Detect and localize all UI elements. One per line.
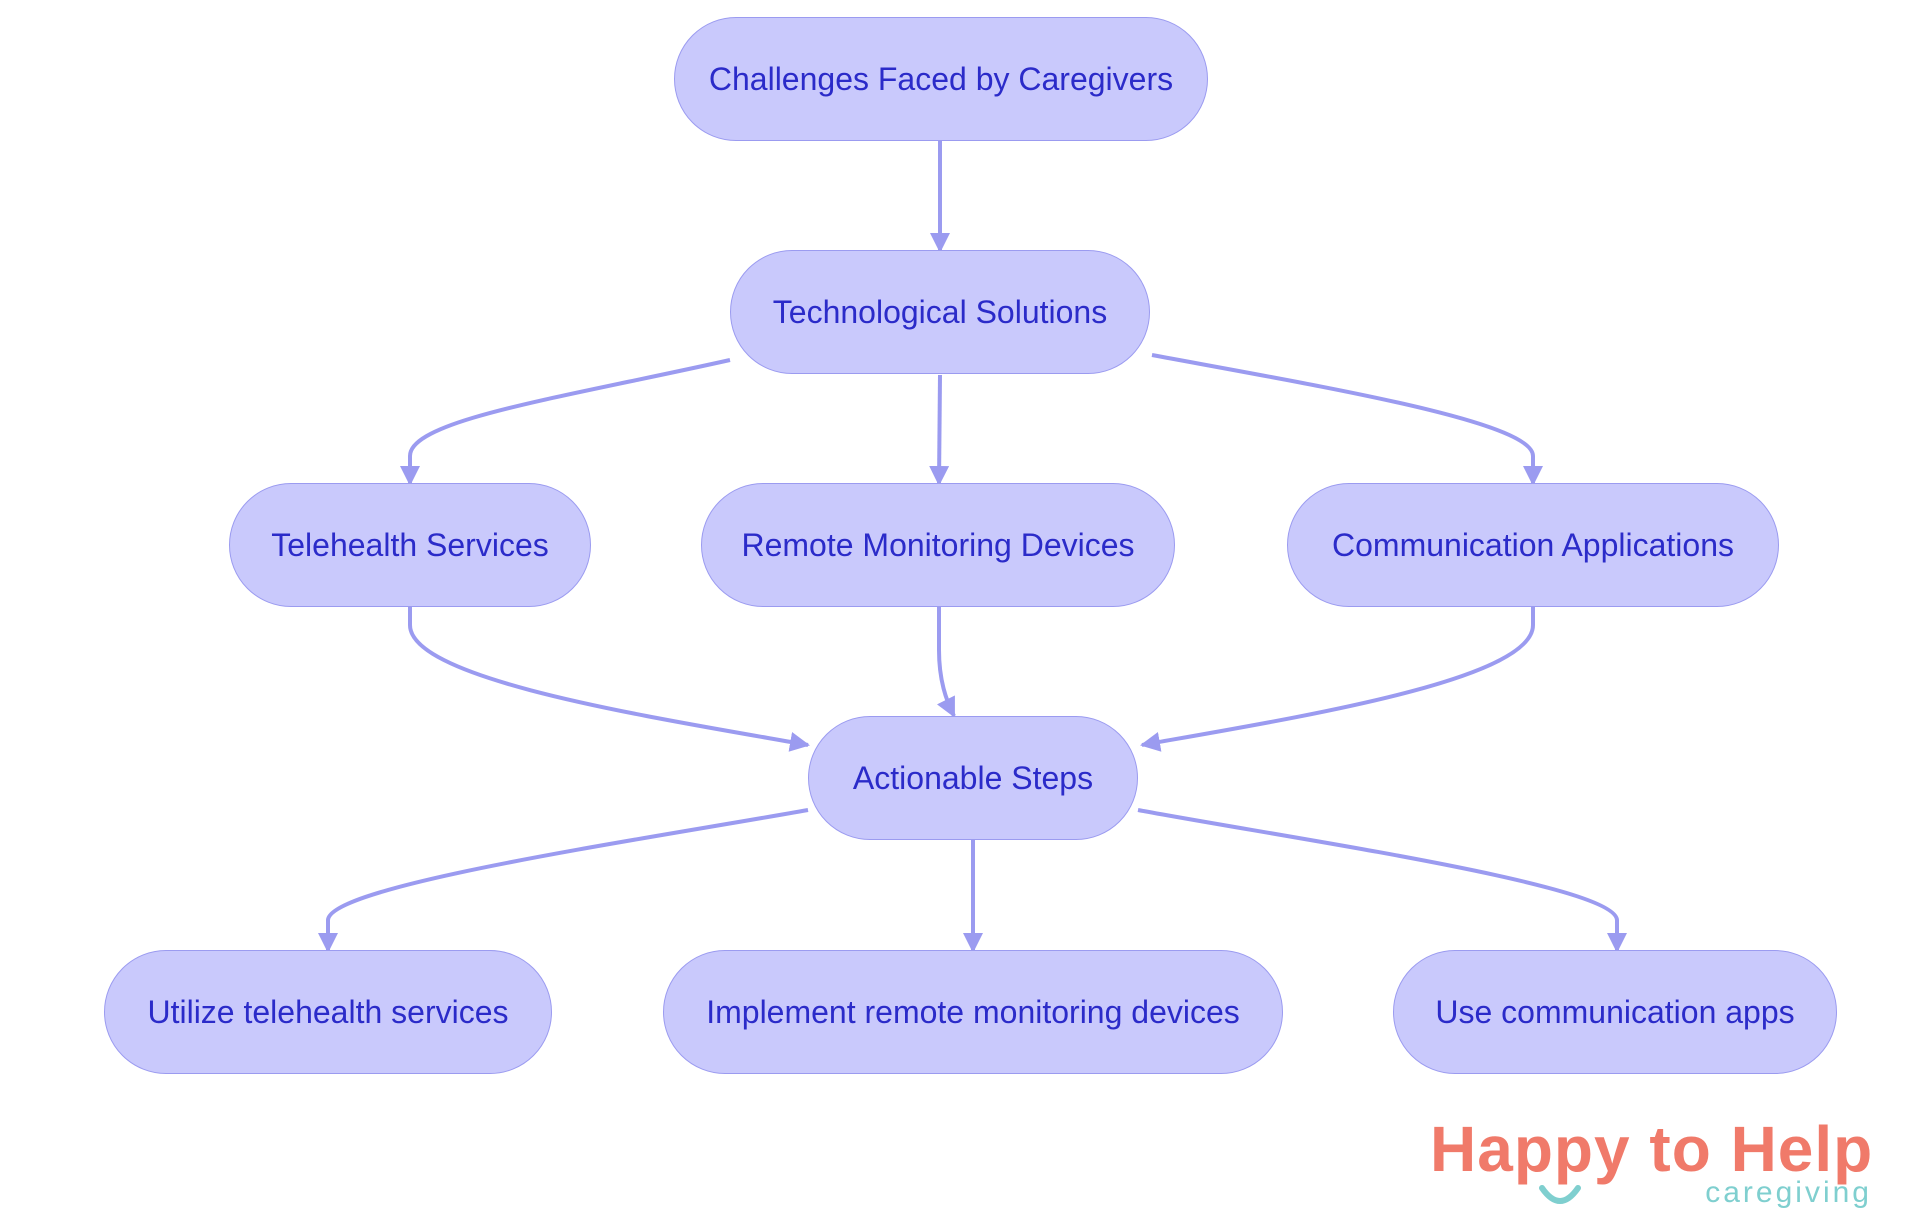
smile-icon <box>1539 1185 1581 1204</box>
node-actionable-steps: Actionable Steps <box>808 716 1138 840</box>
edge-telehealth-to-actionable <box>408 607 810 752</box>
node-challenges: Challenges Faced by Caregivers <box>674 17 1208 141</box>
edge-actionable-to-use-telehealth <box>318 808 809 953</box>
node-remote-monitoring-devices: Remote Monitoring Devices <box>701 483 1175 607</box>
node-implement-remote-monitoring: Implement remote monitoring devices <box>663 950 1283 1074</box>
node-telehealth-services: Telehealth Services <box>229 483 591 607</box>
node-use-communication-apps: Use communication apps <box>1393 950 1837 1074</box>
edge-remote-to-actionable <box>937 607 956 718</box>
happy-to-help-logo: Happy to Help caregiving <box>1430 1112 1900 1209</box>
node-utilize-telehealth: Utilize telehealth services <box>104 950 552 1074</box>
edge-actionable-to-use-comm <box>1137 808 1627 953</box>
edge-comm-to-actionable <box>1140 607 1535 752</box>
node-communication-applications: Communication Applications <box>1287 483 1779 607</box>
logo-tagline: caregiving <box>1705 1176 1872 1209</box>
logo-brand: Happy to Help <box>1430 1113 1874 1185</box>
edge-tech-to-telehealth <box>400 358 731 486</box>
node-technological-solutions: Technological Solutions <box>730 250 1150 374</box>
edge-tech-to-remote <box>929 374 950 486</box>
edge-tech-to-comm <box>1151 353 1543 486</box>
